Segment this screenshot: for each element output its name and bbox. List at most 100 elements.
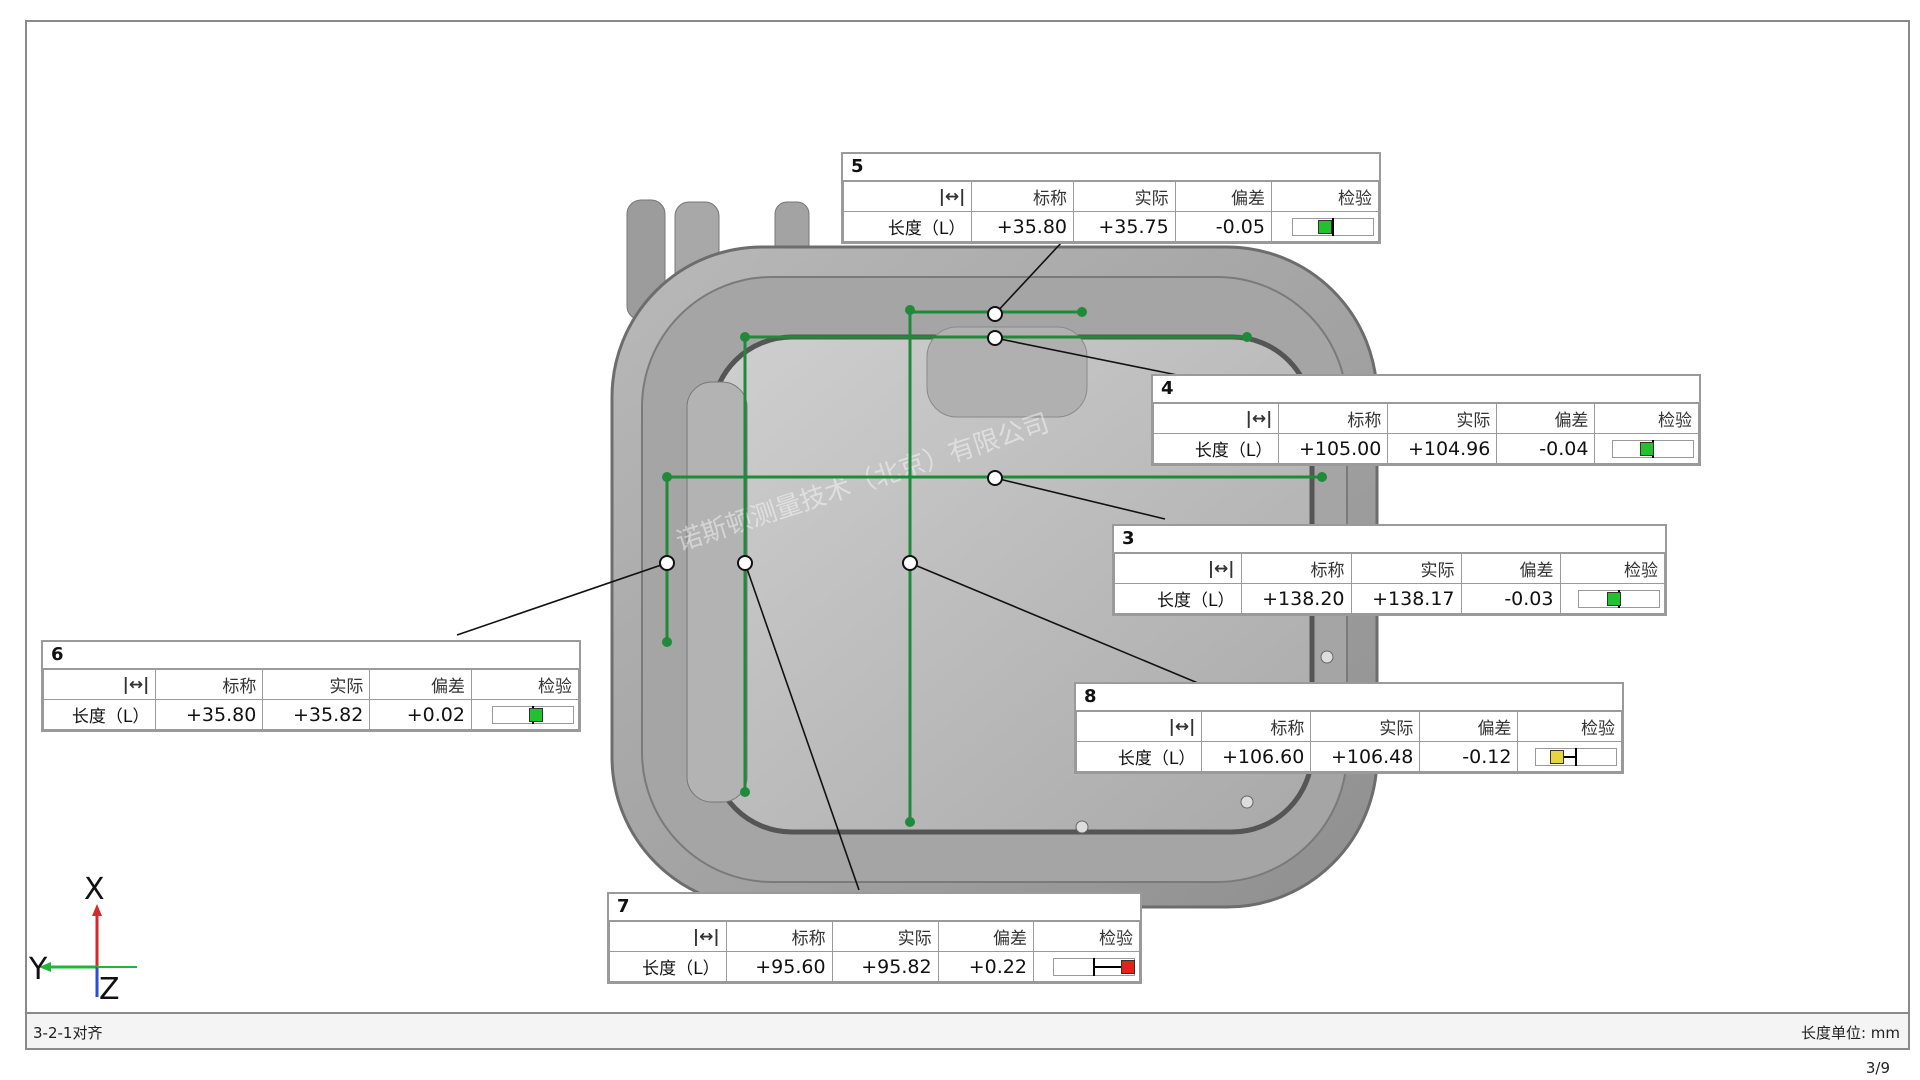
actual-header: 实际 [1387,403,1498,434]
nominal-header: 标称 [1201,711,1312,742]
nominal-value: +138.20 [1240,583,1352,614]
deviation-value: -0.05 [1174,211,1272,242]
tolerance-gauge [1053,958,1136,976]
callout-table: |↔| 标称 实际 偏差 检验 长度（L） +35.80 +35.75 -0.0… [842,181,1380,242]
actual-value: +95.82 [831,951,939,982]
axis-triad: X Y Z [27,872,187,1012]
status-bar: 3-2-1对齐 长度单位: mm [27,1012,1908,1048]
deviation-value: -0.04 [1496,433,1596,464]
callout-table: |↔| 标称 实际 偏差 检验 长度（L） +35.80 +35.82 +0.0… [42,669,580,730]
check-gauge-cell [1594,433,1699,464]
measure-label: 长度（L） [1114,583,1242,614]
3d-viewport[interactable]: 诺斯顿测量技术（北京）有限公司 [27,22,1910,1012]
feature-points [662,305,1327,827]
nominal-header: 标称 [1240,553,1352,584]
nominal-value: +35.80 [971,211,1075,242]
callout-4[interactable]: 4 |↔| 标称 实际 偏差 检验 长度（L） +105.00 +104.96 … [1151,374,1701,466]
gauge-center-line [1575,748,1577,766]
measure-label: 长度（L） [1075,741,1203,772]
callout-id: 5 [843,154,1379,181]
axis-x-label: X [84,872,105,907]
deviation-header: 偏差 [1460,553,1561,584]
check-header: 检验 [1270,181,1380,212]
callout-3[interactable]: 3 |↔| 标称 实际 偏差 检验 长度（L） +138.20 +138.17 … [1112,524,1667,616]
nominal-header: 标称 [725,921,833,952]
gauge-status-marker [1318,220,1333,234]
actual-value: +138.17 [1350,583,1462,614]
nominal-value: +35.80 [155,699,264,730]
deviation-value: -0.03 [1460,583,1561,614]
units-label: 长度单位: mm [1800,1024,1900,1042]
measure-label: 长度（L） [609,951,727,982]
tolerance-gauge [492,706,574,724]
alignment-label: 3-2-1对齐 [33,1024,103,1042]
check-gauge-cell [1270,211,1380,242]
nominal-value: +105.00 [1278,433,1389,464]
gauge-deviation-bar [1556,756,1576,758]
check-header: 检验 [1594,403,1699,434]
deviation-value: +0.02 [369,699,472,730]
callout-5[interactable]: 5 |↔| 标称 实际 偏差 检验 长度（L） +35.80 +35.75 -0… [841,152,1381,244]
axis-z-label: Z [99,972,120,1007]
tolerance-gauge [1292,218,1374,236]
callout-8[interactable]: 8 |↔| 标称 实际 偏差 检验 长度（L） +106.60 +106.48 … [1074,682,1624,774]
callout-7[interactable]: 7 |↔| 标称 实际 偏差 检验 长度（L） +95.60 +95.82 +0… [607,892,1142,984]
actual-value: +104.96 [1387,433,1498,464]
length-icon: |↔| [609,921,727,952]
measure-label: 长度（L） [842,211,973,242]
deviation-header: 偏差 [1496,403,1596,434]
deviation-header: 偏差 [937,921,1034,952]
callout-id: 6 [43,642,579,669]
deviation-header: 偏差 [1419,711,1519,742]
callout-6[interactable]: 6 |↔| 标称 实际 偏差 检验 长度（L） +35.80 +35.82 +0… [41,640,581,732]
check-header: 检验 [1559,553,1665,584]
callout-id: 7 [609,894,1140,921]
check-gauge-cell [470,699,580,730]
deviation-header: 偏差 [369,669,472,700]
callout-table: |↔| 标称 实际 偏差 检验 长度（L） +105.00 +104.96 -0… [1152,403,1699,464]
report-frame: 诺斯顿测量技术（北京）有限公司 [25,20,1910,1050]
actual-header: 实际 [1310,711,1421,742]
nominal-header: 标称 [971,181,1075,212]
tolerance-gauge [1578,590,1660,608]
actual-value: +106.48 [1310,741,1421,772]
nominal-value: +95.60 [725,951,833,982]
deviation-value: -0.12 [1419,741,1519,772]
length-icon: |↔| [1152,403,1280,434]
check-header: 检验 [470,669,580,700]
length-icon: |↔| [1114,553,1242,584]
check-header: 检验 [1032,921,1141,952]
gauge-status-marker [1607,592,1622,606]
tolerance-gauge [1612,440,1694,458]
measure-label: 长度（L） [42,699,157,730]
check-gauge-cell [1517,741,1622,772]
deviation-header: 偏差 [1174,181,1272,212]
length-icon: |↔| [842,181,973,212]
page-number: 3/9 [1865,1059,1890,1077]
gauge-status-marker [1550,750,1565,764]
gauge-status-marker [529,708,544,722]
nominal-value: +106.60 [1201,741,1312,772]
actual-value: +35.75 [1073,211,1176,242]
check-header: 检验 [1517,711,1622,742]
gauge-center-line [1332,218,1334,236]
nominal-header: 标称 [155,669,264,700]
leader-lines [456,241,1206,891]
callout-table: |↔| 标称 实际 偏差 检验 长度（L） +138.20 +138.17 -0… [1114,553,1665,614]
axis-y-label: Y [29,952,48,987]
gauge-status-marker [1639,442,1654,456]
check-gauge-cell [1032,951,1141,982]
axis-arrows [39,904,137,997]
callout-table: |↔| 标称 实际 偏差 检验 长度（L） +106.60 +106.48 -0… [1075,711,1622,772]
actual-header: 实际 [262,669,371,700]
gauge-deviation-bar [1094,966,1128,968]
measure-label: 长度（L） [1152,433,1280,464]
tolerance-gauge [1535,748,1617,766]
length-icon: |↔| [42,669,157,700]
callout-table: |↔| 标称 实际 偏差 检验 长度（L） +95.60 +95.82 +0.2… [609,921,1141,982]
leader-anchors [659,306,1003,571]
deviation-value: +0.22 [937,951,1034,982]
actual-header: 实际 [831,921,939,952]
callout-id: 8 [1076,684,1622,711]
nominal-header: 标称 [1278,403,1389,434]
